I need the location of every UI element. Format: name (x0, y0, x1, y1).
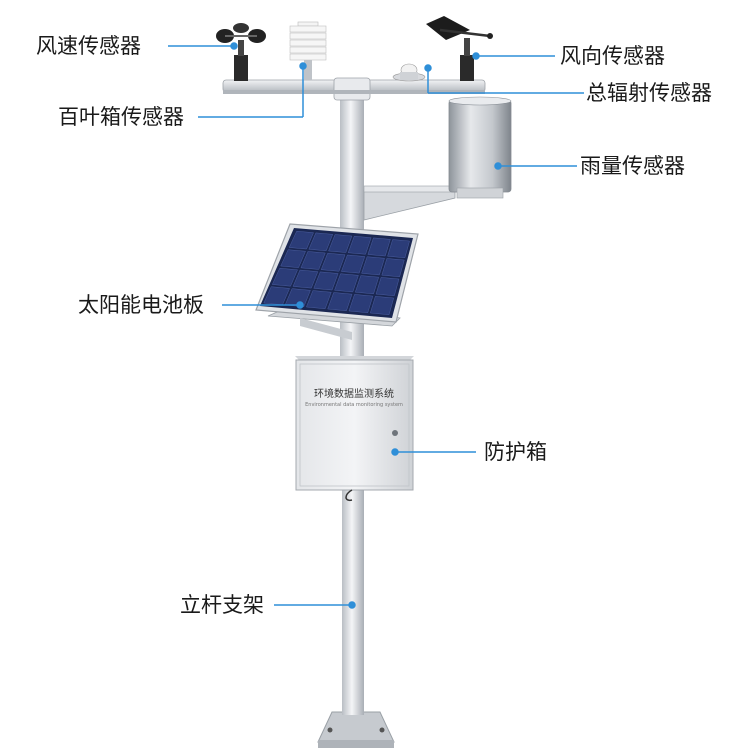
solar-cell (334, 273, 359, 293)
dot-rain-gauge (494, 162, 502, 170)
solar-cell (361, 256, 385, 276)
label-pole: 立杆支架 (180, 593, 264, 617)
dot-wind-vane (472, 52, 480, 60)
enclosure-box: 环境数据监测系统 Environmental data monitoring s… (295, 356, 414, 502)
enclosure-title: 环境数据监测系统 (314, 387, 394, 400)
label-rain-gauge: 雨量传感器 (580, 154, 685, 178)
rain-gauge (363, 96, 512, 221)
label-anemometer: 风速传感器 (36, 34, 141, 58)
solar-panel (255, 223, 419, 340)
label-louver-box: 百叶箱传感器 (58, 105, 184, 129)
solar-cells (263, 230, 410, 316)
solar-cell (280, 249, 306, 268)
dot-anemometer (230, 42, 238, 50)
enclosure-subtitle: Environmental data monitoring system (305, 402, 403, 408)
wind-vane (426, 16, 493, 81)
dot-solar-panel (296, 301, 304, 309)
radiation-sensor (392, 63, 426, 82)
solar-cell (381, 258, 405, 278)
solar-cell (369, 296, 395, 316)
solar-cell (271, 267, 298, 287)
label-radiation: 总辐射传感器 (586, 81, 712, 105)
solar-cell (292, 269, 319, 289)
solar-cell (328, 234, 353, 253)
solar-cell (347, 235, 372, 255)
label-wind-vane: 风向传感器 (560, 44, 665, 68)
solar-cell (288, 230, 314, 250)
cross-arm (222, 77, 486, 101)
solar-cell (354, 275, 380, 295)
solar-cell (306, 290, 332, 310)
label-enclosure: 防护箱 (484, 440, 547, 464)
dot-pole (348, 601, 356, 609)
solar-cell (387, 239, 410, 259)
solar-cell (300, 251, 326, 270)
solar-cell (341, 254, 366, 274)
leader-lines (168, 42, 584, 609)
solar-cell (284, 288, 311, 308)
solar-cell (308, 232, 334, 252)
louver-box (289, 21, 327, 80)
solar-cell (313, 271, 339, 291)
solar-cell (367, 237, 391, 257)
dot-enclosure (391, 448, 399, 456)
anemometer (216, 23, 266, 81)
dot-louver (299, 62, 307, 70)
solar-cell (375, 277, 400, 297)
label-solar-panel: 太阳能电池板 (78, 293, 204, 317)
solar-cell (320, 252, 346, 272)
solar-cell (327, 292, 353, 312)
dot-radiation (424, 64, 432, 72)
base-plate (317, 711, 395, 748)
solar-cell (348, 294, 374, 314)
